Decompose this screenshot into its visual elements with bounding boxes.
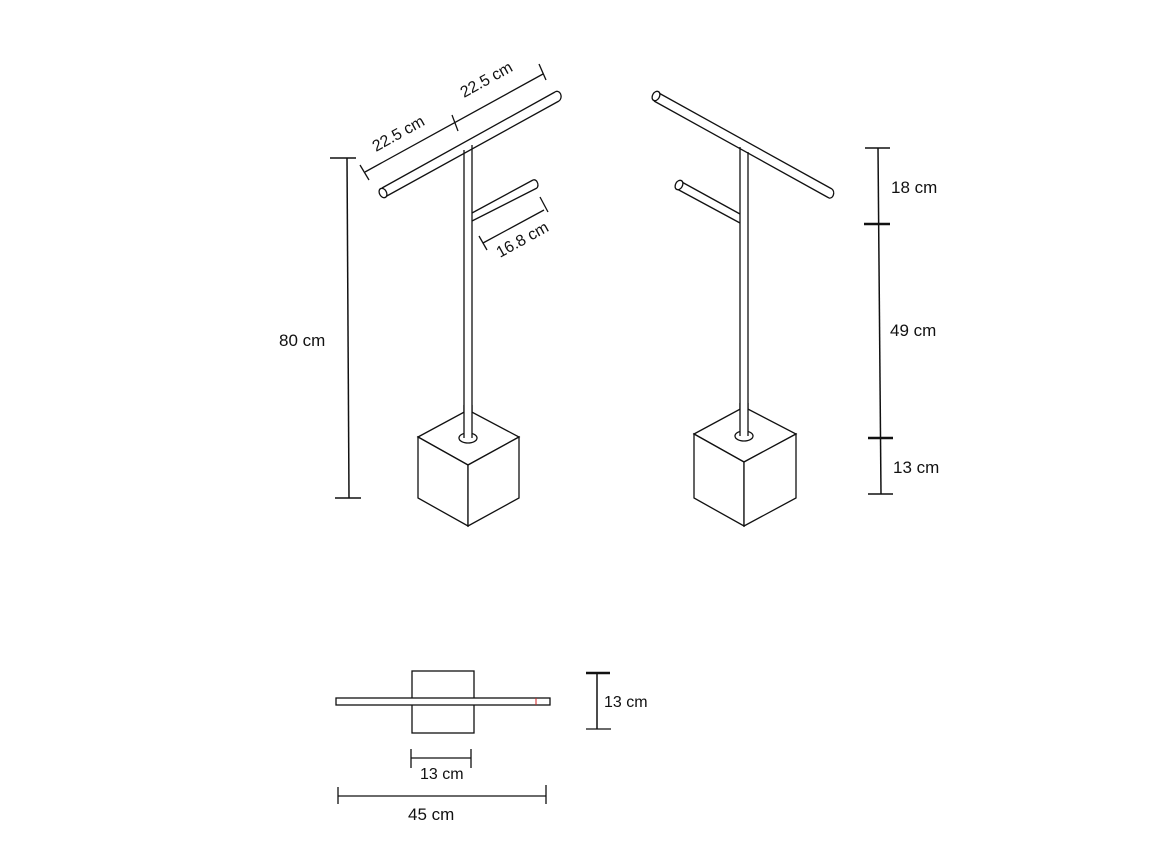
- dimension-base-width: [410, 749, 472, 768]
- cube-base-right: [692, 403, 798, 528]
- label-base-depth: 13 cm: [604, 694, 648, 711]
- label-bar-left-half: 22.5 cm: [370, 113, 428, 155]
- vertical-pole-right: [739, 147, 749, 436]
- label-middle-segment: 49 cm: [890, 321, 936, 340]
- dimension-80cm: [330, 157, 361, 499]
- label-bar-right-half: 22.5 cm: [458, 59, 516, 101]
- dimension-base-depth: [586, 671, 611, 730]
- label-top-segment: 18 cm: [891, 178, 937, 197]
- label-hook-length: 16.8 cm: [494, 219, 552, 261]
- side-hook: [471, 179, 539, 222]
- label-base-width: 13 cm: [420, 766, 464, 783]
- right-isometric-view: 18 cm 49 cm 13 cm: [651, 90, 939, 528]
- top-bar-tube: [378, 90, 562, 199]
- top-view: 13 cm 45 cm 13 cm: [335, 670, 648, 824]
- cube-base: [416, 405, 521, 528]
- label-base-height: 13 cm: [893, 458, 939, 477]
- dimension-chain-right: [864, 147, 893, 495]
- top-bar-tube-right: [651, 90, 835, 199]
- side-hook-right: [674, 179, 741, 224]
- left-isometric-view: 80 cm 22.5 cm 22.5 cm: [279, 59, 562, 528]
- vertical-pole: [463, 145, 473, 436]
- dimension-top-bar: [359, 63, 547, 181]
- dimension-hook: [478, 196, 549, 251]
- dimension-total-width: [337, 785, 547, 804]
- label-total-width: 45 cm: [408, 805, 454, 824]
- label-total-height: 80 cm: [279, 331, 325, 350]
